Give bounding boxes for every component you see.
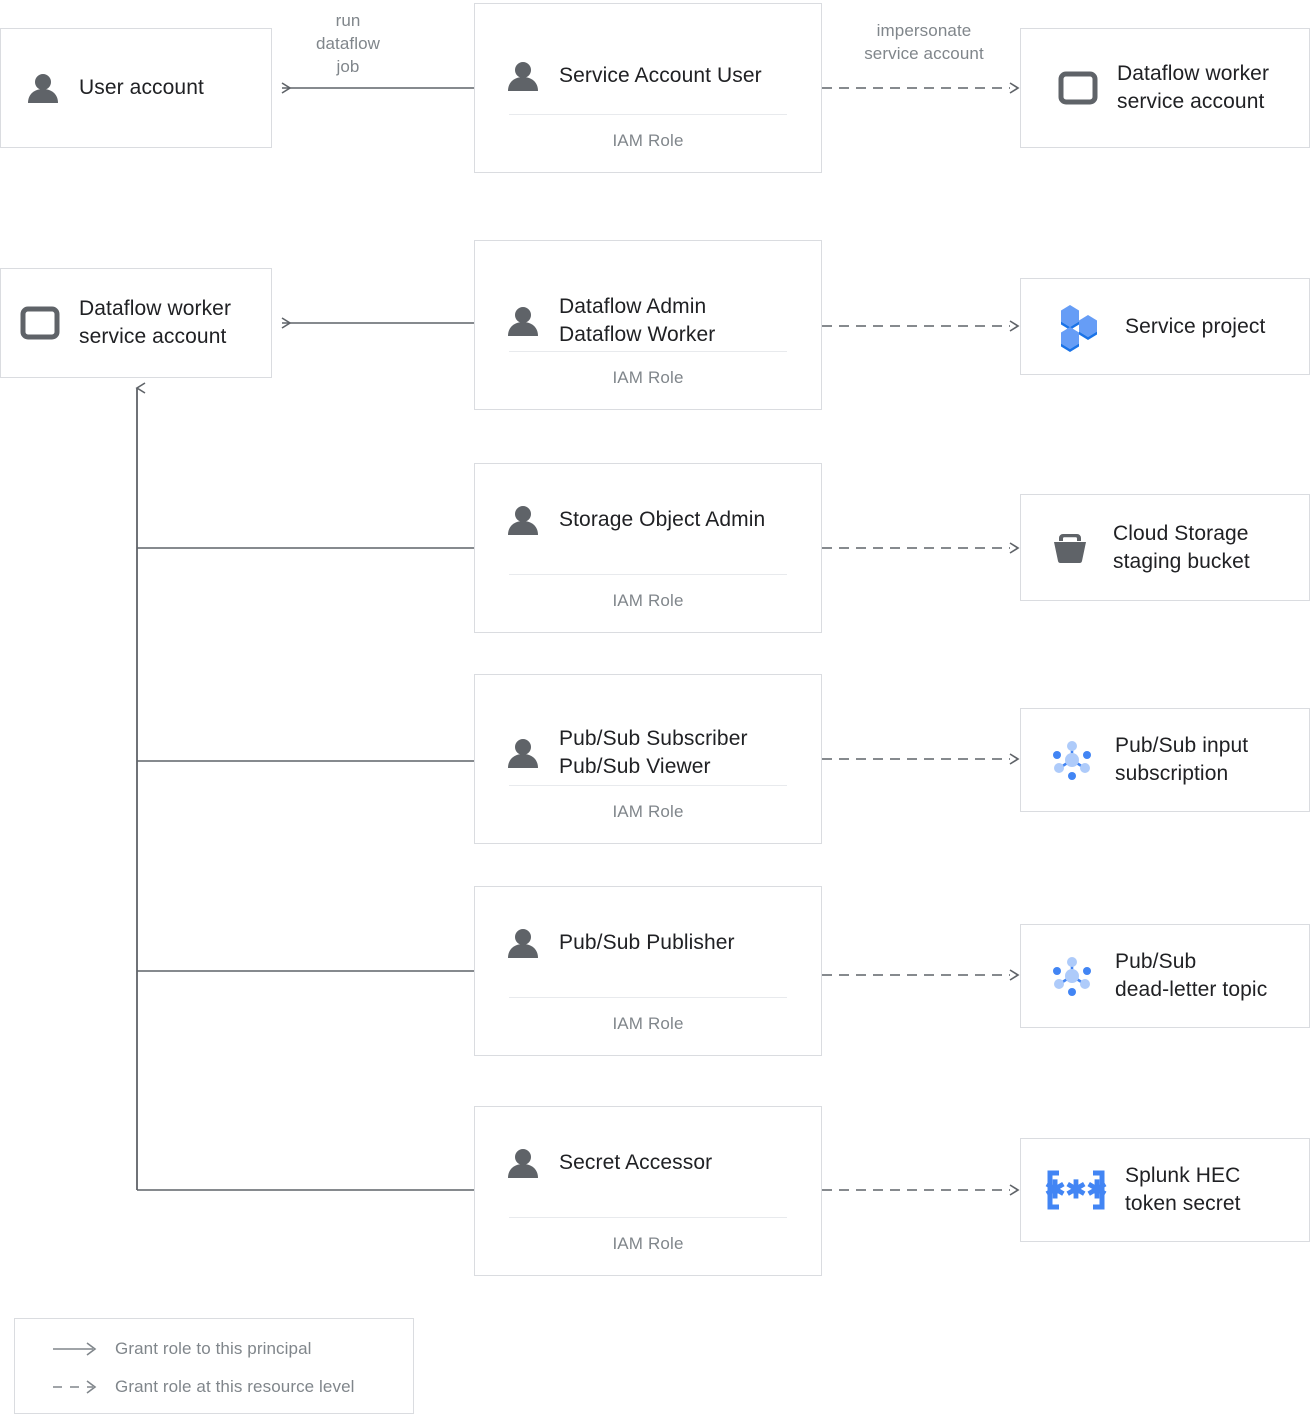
- person-icon: [508, 306, 538, 336]
- person-icon: [508, 62, 538, 91]
- person-icon: [508, 929, 538, 958]
- role-label: Pub/Sub Publisher: [559, 931, 735, 955]
- legend-item-solid: Grant role to this principal: [51, 1339, 312, 1359]
- person-icon: [508, 506, 538, 535]
- project-icon: [1061, 304, 1097, 352]
- entity-label: Dataflow worker service account: [1117, 62, 1270, 113]
- entity-label: Cloud Storage staging bucket: [1113, 521, 1250, 573]
- role-pubsub-subscriber-viewer[interactable]: Pub/Sub Subscriber Pub/Sub Viewer IAM Ro…: [474, 674, 822, 844]
- role-sublabel: IAM Role: [612, 368, 684, 387]
- role-divider: [509, 997, 787, 998]
- entity-label: Service project: [1125, 314, 1266, 338]
- entity-label: Splunk HEC token secret: [1125, 1164, 1241, 1215]
- role-sublabel: IAM Role: [612, 131, 684, 150]
- legend-item-dashed: Grant role at this resource level: [51, 1377, 355, 1397]
- edge-label-impersonate-service-account: impersonate service account: [864, 21, 984, 63]
- entity-label: Dataflow worker service account: [79, 297, 232, 348]
- entity-label: User account: [79, 76, 204, 100]
- service-account-icon: [20, 306, 60, 340]
- role-service-account-user[interactable]: Service Account User IAM Role: [474, 3, 822, 173]
- role-storage-object-admin[interactable]: Storage Object Admin IAM Role: [474, 463, 822, 633]
- entity-label: Pub/Sub input subscription: [1115, 734, 1249, 785]
- legend-label: Grant role at this resource level: [115, 1377, 355, 1396]
- role-divider: [509, 1217, 787, 1218]
- role-divider: [509, 785, 787, 786]
- legend-label: Grant role to this principal: [115, 1339, 312, 1358]
- role-label: Secret Accessor: [559, 1151, 713, 1175]
- role-sublabel: IAM Role: [612, 1234, 684, 1253]
- secret-manager-icon: ✱✱✱: [1045, 1170, 1108, 1210]
- legend: Grant role to this principal Grant role …: [14, 1318, 414, 1414]
- person-icon: [508, 738, 538, 768]
- resource-service-project[interactable]: Service project: [1020, 278, 1310, 375]
- role-label: Pub/Sub Subscriber Pub/Sub Viewer: [559, 727, 748, 778]
- solid-arrow-icon: [53, 1342, 97, 1356]
- role-secret-accessor[interactable]: Secret Accessor IAM Role: [474, 1106, 822, 1276]
- role-sublabel: IAM Role: [612, 1014, 684, 1033]
- role-label: Storage Object Admin: [559, 508, 766, 532]
- service-account-icon: [1058, 71, 1098, 105]
- person-icon: [28, 74, 58, 103]
- edge-label-run-dataflow-job: run dataflow job: [315, 11, 381, 76]
- role-label: Dataflow Admin Dataflow Worker: [559, 295, 716, 346]
- role-divider: [509, 114, 787, 115]
- role-divider: [509, 574, 787, 575]
- entity-dataflow-worker-service-account[interactable]: Dataflow worker service account: [0, 268, 272, 378]
- cloud-storage-icon: [1054, 533, 1086, 563]
- pubsub-icon: [1053, 741, 1091, 780]
- role-pubsub-publisher[interactable]: Pub/Sub Publisher IAM Role: [474, 886, 822, 1056]
- role-sublabel: IAM Role: [612, 591, 684, 610]
- resource-pubsub-dead-letter-topic[interactable]: Pub/Sub dead-letter topic: [1020, 924, 1310, 1028]
- svg-text:✱✱✱: ✱✱✱: [1045, 1176, 1108, 1204]
- resource-splunk-hec-token-secret[interactable]: ✱✱✱ Splunk HEC token secret: [1020, 1138, 1310, 1242]
- pubsub-icon: [1053, 957, 1091, 996]
- resource-cloud-storage-staging-bucket[interactable]: Cloud Storage staging bucket: [1020, 494, 1310, 601]
- dashed-arrow-icon: [53, 1380, 97, 1394]
- entity-label: Pub/Sub dead-letter topic: [1115, 950, 1268, 1001]
- role-label: Service Account User: [559, 64, 762, 88]
- resource-dataflow-worker-service-account[interactable]: Dataflow worker service account: [1020, 28, 1310, 148]
- entity-user-account[interactable]: User account: [0, 28, 272, 148]
- role-sublabel: IAM Role: [612, 802, 684, 821]
- role-divider: [509, 351, 787, 352]
- person-icon: [508, 1149, 538, 1178]
- resource-pubsub-input-subscription[interactable]: Pub/Sub input subscription: [1020, 708, 1310, 812]
- role-dataflow-admin-worker[interactable]: Dataflow Admin Dataflow Worker IAM Role: [474, 240, 822, 410]
